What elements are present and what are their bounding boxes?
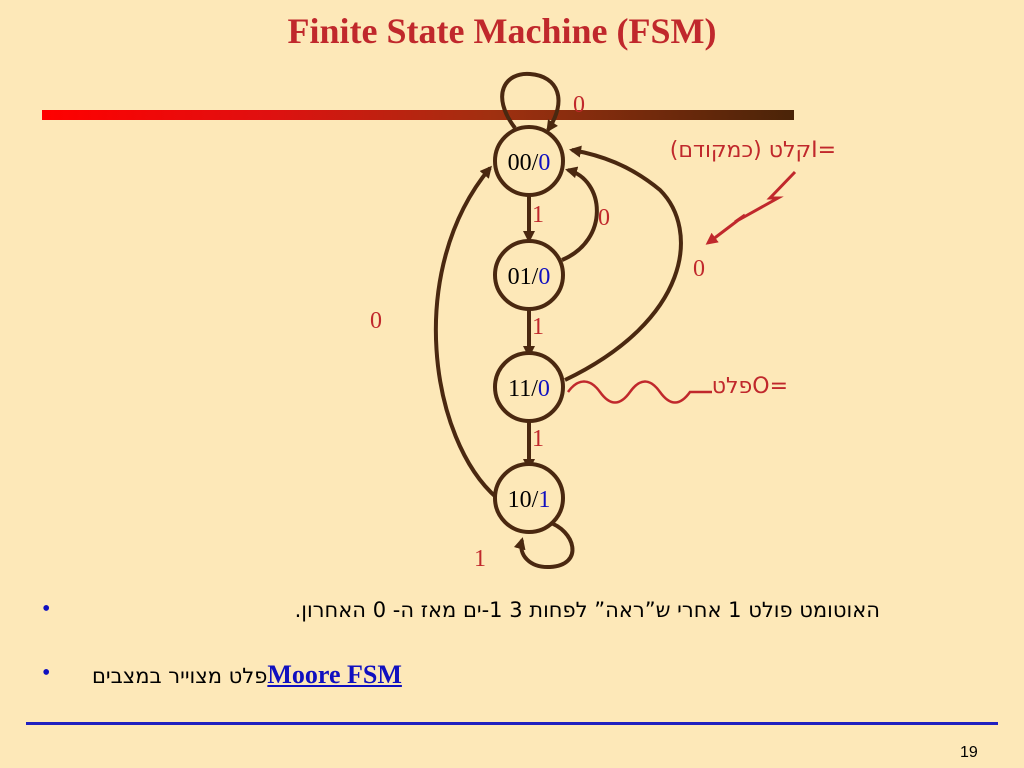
edge-01-00 [561,166,599,262]
state-10-output: 1 [538,487,550,513]
state-10: 10/1 [493,462,565,534]
bullet-2-text: פלט מצוייר במצבים [92,664,268,688]
bullet-dot: • [42,596,51,622]
edge-11-00 [564,145,683,382]
moore-fsm-link[interactable]: Moore FSM [267,660,402,689]
bullet-1-text: האוטומט פולט 1 אחרי ש”ראה” לפחות 3 1-ים … [294,598,880,622]
label-self-10: 1 [474,546,486,572]
footer-divider [26,722,998,725]
page-number: 19 [960,744,978,761]
state-01-code: 01/ [508,264,539,290]
edge-self-00 [500,71,561,133]
label-00-01: 1 [532,202,544,228]
bullet-dot: • [42,660,51,686]
bullet-1: • האוטומט פולט 1 אחרי ש”ראה” לפחות 3 1-י… [0,596,880,628]
state-11-code: 11/ [508,376,538,402]
svg-text:01/0: 01/0 [508,264,551,290]
label-self-00: 0 [573,92,585,118]
state-11: 11/0 [493,351,565,423]
slide-title: Finite State Machine (FSM) [287,11,717,51]
state-01-output: 0 [538,264,550,290]
svg-text:11/0: 11/0 [508,376,550,402]
label-10-00: 0 [370,308,382,334]
state-00-output: 0 [538,150,550,176]
edge-10-00 [433,165,499,500]
label-11-00: 0 [693,256,705,282]
label-01-00: 0 [598,205,610,231]
state-10-code: 10/ [508,487,539,513]
state-11-output: 0 [538,376,550,402]
state-00: 00/0 [493,125,565,197]
state-00-code: 00/ [508,150,539,176]
label-11-10: 1 [532,426,544,452]
svg-text:00/0: 00/0 [508,150,551,176]
input-label: קלט (כמקודם)I= [670,138,836,163]
input-lightning [705,170,797,245]
output-wave [566,380,712,404]
bullet-2: • פלט מצוייר במצביםMoore FSM [0,660,880,694]
edge-self-10 [513,520,575,570]
svg-text:10/1: 10/1 [508,487,551,513]
label-01-11: 1 [532,314,544,340]
title-divider-bar [42,110,794,120]
state-01: 01/0 [493,239,565,311]
output-label: פלטO= [712,374,788,399]
